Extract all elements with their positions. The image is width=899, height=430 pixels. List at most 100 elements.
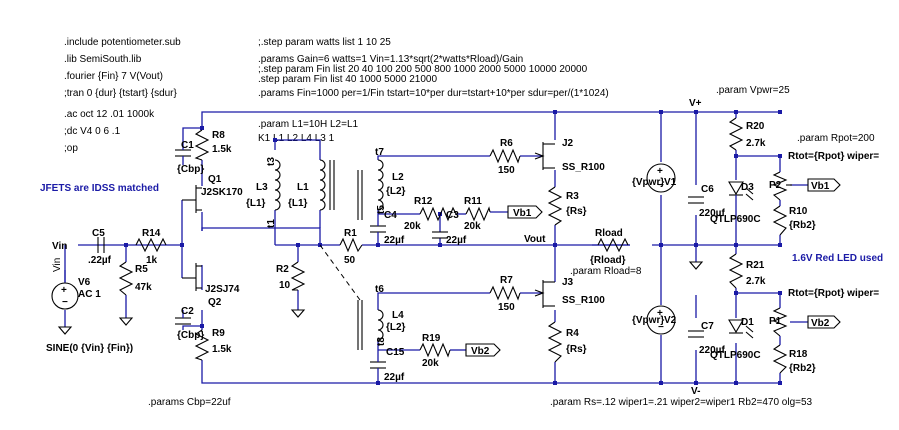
- svg-text:−: −: [62, 297, 68, 308]
- jfet-q1: Q1 J2SK170: [182, 174, 243, 213]
- svg-text:22µf: 22µf: [384, 372, 405, 383]
- source-vpwr-v1: + − {Vpwr} V1: [632, 163, 677, 193]
- directive-step-watts: ;.step param watts list 1 10 25: [258, 37, 391, 48]
- rtot-label-1: Rtot={Rpot} wiper=: [788, 151, 879, 162]
- resistor-r7: R7 150: [489, 275, 521, 313]
- svg-text:1.5k: 1.5k: [212, 144, 232, 155]
- vplus-label: V+: [689, 98, 702, 109]
- svg-text:t3: t3: [266, 157, 277, 166]
- svg-text:10: 10: [279, 280, 291, 291]
- svg-text:−: −: [658, 322, 664, 333]
- svg-text:+: +: [657, 166, 663, 177]
- net-flag-vb2: Vb2: [465, 343, 501, 357]
- v6-sine: SINE(0 {Vin} {Fin}): [46, 343, 133, 354]
- potentiometer-p1: P1: [769, 307, 788, 337]
- capacitor-c15: C15 22µf: [370, 347, 405, 383]
- potentiometer-p2: P2: [769, 171, 792, 201]
- svg-text:t6: t6: [375, 284, 384, 295]
- capacitor-c5: C5 .22µf: [88, 228, 112, 266]
- led-d3: D3 QTLP690C: [710, 181, 761, 225]
- vminus-label: V-: [691, 386, 700, 397]
- resistor-r3: R3 {Rs}: [547, 186, 587, 226]
- svg-text:V1: V1: [664, 177, 677, 188]
- resistor-r2: R2 10: [276, 261, 306, 318]
- svg-text:150: 150: [498, 165, 515, 176]
- source-vpwr-v2: + − {Vpwr} V2: [632, 305, 677, 335]
- v6-value: AC 1: [78, 289, 101, 300]
- svg-text:D3: D3: [741, 182, 754, 193]
- svg-text:22µf: 22µf: [446, 235, 467, 246]
- net-flag-vb1: Vb1: [507, 205, 543, 219]
- svg-text:R6: R6: [500, 138, 513, 149]
- svg-text:Q2: Q2: [208, 297, 222, 308]
- svg-text:C2: C2: [181, 306, 194, 317]
- directive-include: .include potentiometer.sub: [64, 37, 181, 48]
- svg-text:Vb2: Vb2: [471, 346, 490, 357]
- capacitor-c7: C7 220µf: [688, 321, 725, 356]
- svg-text:−: −: [658, 180, 664, 191]
- svg-text:{L2}: {L2}: [386, 322, 406, 333]
- svg-text:220µf: 220µf: [699, 208, 725, 219]
- svg-text:{Rs}: {Rs}: [566, 344, 587, 355]
- directive-params-gain: .params Gain=6 watts=1 Vin=1.13*sqrt(2*w…: [258, 54, 523, 65]
- jfet-j3: J3 SS_R100: [534, 277, 605, 308]
- directive-ac: .ac oct 12 .01 1000k: [64, 109, 155, 120]
- svg-text:R2: R2: [276, 264, 289, 275]
- svg-text:J2SJ74: J2SJ74: [205, 284, 240, 295]
- svg-text:2.7k: 2.7k: [746, 276, 766, 287]
- capacitor-c4: C4 22µf: [370, 210, 405, 246]
- directive-step-fin2: .step param Fin list 40 1000 5000 21000: [258, 74, 437, 85]
- svg-text:{Rb2}: {Rb2}: [789, 363, 816, 374]
- svg-text:{Vpwr}: {Vpwr}: [632, 177, 664, 188]
- spice-directives: .include potentiometer.sub .lib SemiSout…: [64, 37, 875, 408]
- svg-text:{Rs}: {Rs}: [566, 206, 587, 217]
- svg-text:C1: C1: [181, 140, 194, 151]
- resistor-r21: R21 2.7k: [728, 253, 766, 289]
- vout-label: Vout: [524, 234, 546, 245]
- jfet-q2: J2SJ74 Q2: [182, 263, 240, 308]
- note-led: 1.6V Red LED used: [792, 253, 883, 264]
- svg-text:{Cbp}: {Cbp}: [177, 164, 204, 175]
- svg-text:{L2}: {L2}: [386, 186, 406, 197]
- svg-text:P1: P1: [769, 316, 782, 327]
- svg-text:{Cbp}: {Cbp}: [177, 330, 204, 341]
- svg-text:R8: R8: [212, 130, 225, 141]
- svg-text:Vb1: Vb1: [811, 181, 830, 192]
- note-jfet-matched: JFETS are IDSS matched: [40, 183, 159, 194]
- svg-text:.22µf: .22µf: [88, 255, 112, 266]
- transformer-l3-l1: L3 {L1} t3 t1 L1 {L1}: [246, 157, 363, 228]
- resistor-r10: R10 {Rb2}: [772, 205, 816, 236]
- resistor-r6: R6 150: [489, 138, 521, 176]
- svg-text:22µf: 22µf: [384, 235, 405, 246]
- wires: [64, 111, 808, 384]
- led-d1: D1 QTLP690C: [710, 317, 761, 361]
- svg-text:{L1}: {L1}: [246, 198, 266, 209]
- svg-text:t8: t8: [376, 337, 387, 346]
- svg-text:47k: 47k: [135, 282, 152, 293]
- svg-text:R4: R4: [566, 328, 579, 339]
- svg-text:{Rload}: {Rload}: [590, 255, 626, 266]
- resistor-r9: R9 1.5k: [194, 328, 232, 361]
- svg-text:P2: P2: [769, 180, 782, 191]
- junctions: [124, 110, 782, 385]
- svg-text:R11: R11: [464, 196, 482, 207]
- svg-text:2.7k: 2.7k: [746, 138, 766, 149]
- svg-text:1.5k: 1.5k: [212, 344, 232, 355]
- vin-label: Vin: [52, 241, 67, 252]
- capacitor-c3: C3 22µf: [432, 210, 467, 246]
- inductor-l4: t6 t8 L4 {L2}: [357, 284, 406, 350]
- resistor-r19: R19 20k: [419, 333, 451, 369]
- directive-coupling: K1 L1 L2 L4 L3 1: [258, 133, 335, 144]
- ground-mid: [688, 261, 704, 270]
- svg-text:C6: C6: [701, 184, 714, 195]
- svg-text:QTLP690C: QTLP690C: [710, 350, 761, 361]
- v6-name: V6: [78, 277, 91, 288]
- directive-params-cbp: .params Cbp=22uf: [148, 397, 231, 408]
- svg-text:20k: 20k: [404, 221, 421, 232]
- svg-text:J3: J3: [562, 277, 574, 288]
- directive-dc: ;dc V4 0 6 .1: [64, 126, 121, 137]
- svg-text:{L1}: {L1}: [288, 198, 308, 209]
- rtot-label-2: Rtot={Rpot} wiper=: [788, 288, 879, 299]
- svg-text:D1: D1: [741, 317, 754, 328]
